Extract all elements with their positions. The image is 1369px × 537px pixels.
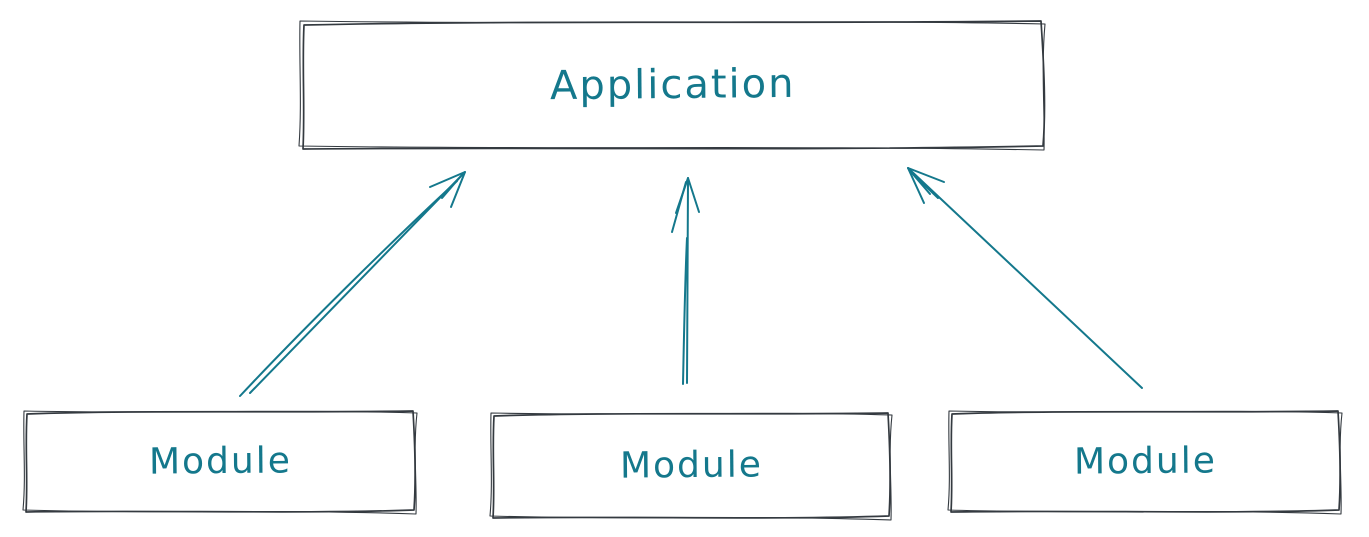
arrow-module-right-to-application: [907, 167, 1143, 389]
module-left-label: Module: [148, 440, 292, 483]
application-box-outline: [298, 20, 1046, 151]
module-right-box-outline: [947, 410, 1343, 515]
module-left-box-outline: [22, 410, 418, 515]
node-module-left: Module: [20, 405, 420, 518]
module-center-label: Module: [619, 444, 763, 487]
arrow-module-center-to-application: [671, 177, 700, 385]
node-application: Application: [295, 14, 1050, 155]
application-label: Application: [549, 60, 796, 109]
node-module-center: Module: [487, 407, 895, 524]
module-center-box-outline: [489, 412, 893, 521]
arrow-module-left-to-application: [239, 171, 466, 397]
module-right-label: Module: [1073, 440, 1217, 483]
node-module-right: Module: [945, 405, 1345, 518]
